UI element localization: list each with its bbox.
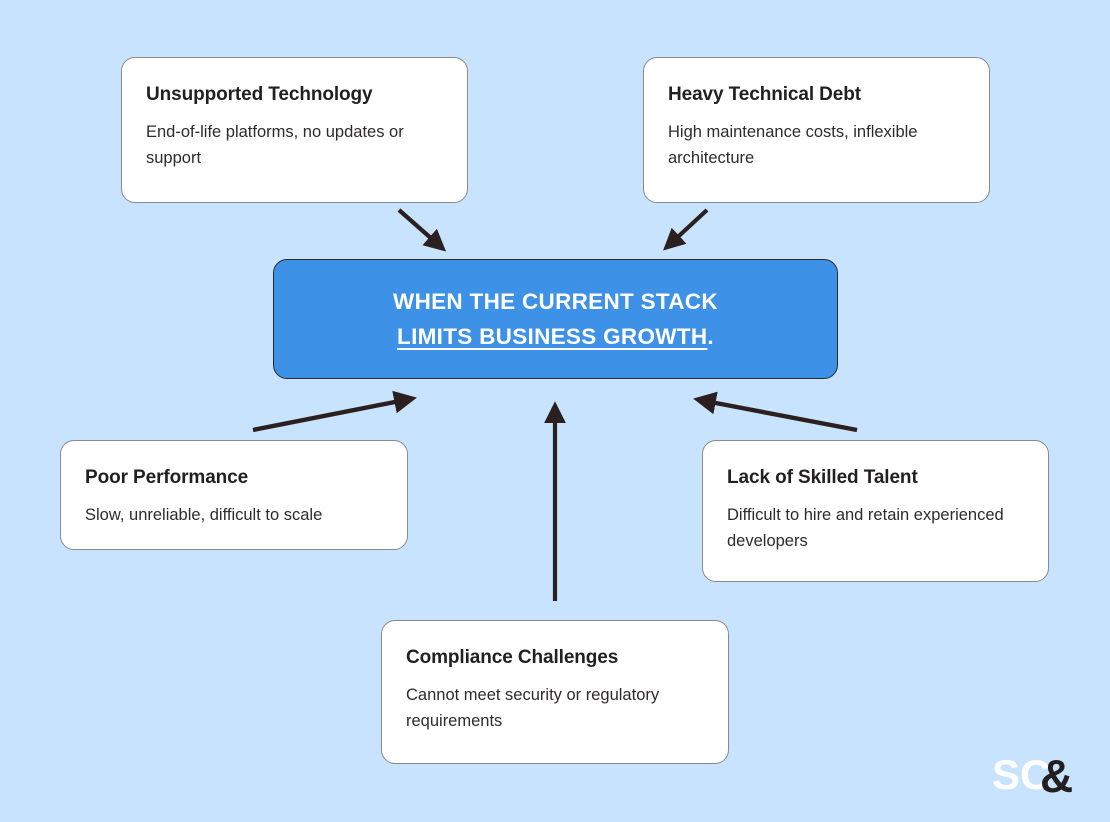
card-description: End-of-life platforms, no updates or sup… xyxy=(146,122,404,167)
callout-line-2: LIMITS BUSINESS GROWTH. xyxy=(397,321,714,353)
card-heavy-technical-debt[interactable]: Heavy Technical Debt High maintenance co… xyxy=(643,57,990,203)
arrow-unsupported-technology-to-center xyxy=(397,208,447,252)
card-description: Cannot meet security or regulatory requi… xyxy=(406,685,660,730)
arrow-heavy-technical-debt-to-center xyxy=(663,208,709,251)
card-lack-of-skilled-talent[interactable]: Lack of Skilled Talent Difficult to hire… xyxy=(702,440,1049,582)
logo-text-dark: & xyxy=(1040,752,1073,798)
card-title: Lack of Skilled Talent xyxy=(727,467,918,488)
card-title: Unsupported Technology xyxy=(146,84,373,105)
card-description: Slow, unreliable, difficult to scale xyxy=(85,505,323,524)
card-unsupported-technology[interactable]: Unsupported Technology End-of-life platf… xyxy=(121,57,468,203)
central-callout-box[interactable]: WHEN THE CURRENT STACK LIMITS BUSINESS G… xyxy=(273,259,838,379)
arrow-lack-of-skilled-talent-to-center xyxy=(693,391,858,433)
card-title: Compliance Challenges xyxy=(406,647,619,668)
card-title: Poor Performance xyxy=(85,467,249,488)
card-compliance-challenges[interactable]: Compliance Challenges Cannot meet securi… xyxy=(381,620,729,764)
card-description: Difficult to hire and retain experienced… xyxy=(727,505,1004,550)
logo-text-light: SC xyxy=(992,752,1050,798)
arrow-poor-performance-to-center xyxy=(252,390,417,433)
card-poor-performance[interactable]: Poor Performance Slow, unreliable, diffi… xyxy=(60,440,408,550)
brand-logo-sc-ampersand: SC & xyxy=(992,752,1073,798)
callout-line-2-underlined: LIMITS BUSINESS GROWTH xyxy=(397,323,708,349)
card-title: Heavy Technical Debt xyxy=(668,84,862,105)
callout-line-2-period: . xyxy=(707,323,714,349)
callout-line-1: WHEN THE CURRENT STACK xyxy=(393,288,718,314)
card-description: High maintenance costs, inflexible archi… xyxy=(668,122,918,167)
